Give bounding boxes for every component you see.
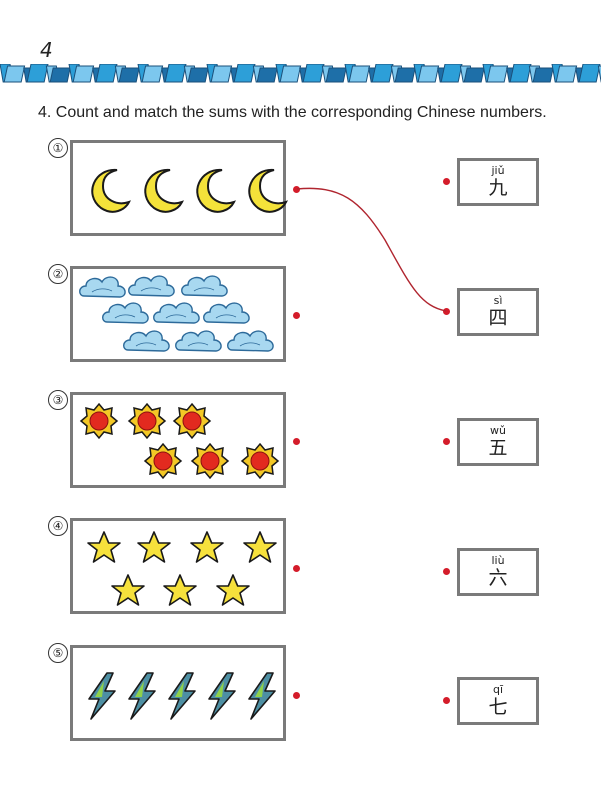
match-dot-left-5[interactable] xyxy=(293,692,300,699)
row-number-4: ④ xyxy=(48,516,68,536)
instruction-text: 4. Count and match the sums with the cor… xyxy=(38,104,547,121)
match-dot-right-5[interactable] xyxy=(443,697,450,704)
match-dot-left-4[interactable] xyxy=(293,565,300,572)
pinyin-label: liù xyxy=(491,554,505,567)
number-box-qi: qī 七 xyxy=(457,677,539,725)
lightning-icon xyxy=(248,672,276,720)
hanzi-label: 七 xyxy=(488,696,508,718)
sun-icon xyxy=(173,403,211,439)
star-icon xyxy=(137,531,171,563)
star-icon xyxy=(243,531,277,563)
row-number-1: ① xyxy=(48,138,68,158)
decorative-border xyxy=(0,64,601,83)
page-number: 4 xyxy=(40,38,53,62)
cloud-icon xyxy=(153,302,200,324)
lightning-icon xyxy=(168,672,196,720)
star-icon xyxy=(111,574,145,606)
pinyin-label: qī xyxy=(492,683,504,696)
pinyin-label: jiǔ xyxy=(491,164,505,177)
match-dot-left-3[interactable] xyxy=(293,438,300,445)
row-number-3: ③ xyxy=(48,390,68,410)
hanzi-label: 九 xyxy=(488,177,508,199)
picture-box-stars xyxy=(70,518,286,614)
match-dot-right-3[interactable] xyxy=(443,438,450,445)
sun-icon xyxy=(241,443,279,479)
pinyin-label: sì xyxy=(493,294,503,307)
row-number-5: ⑤ xyxy=(48,643,68,663)
lightning-icon xyxy=(128,672,156,720)
cloud-icon xyxy=(181,275,228,297)
moon-icon xyxy=(91,168,130,213)
number-box-si: sì 四 xyxy=(457,288,539,336)
match-dot-right-2[interactable] xyxy=(443,308,450,315)
match-dot-right-1[interactable] xyxy=(443,178,450,185)
match-dot-right-4[interactable] xyxy=(443,568,450,575)
hanzi-label: 五 xyxy=(488,437,508,459)
hanzi-label: 六 xyxy=(488,567,508,589)
match-dot-left-1[interactable] xyxy=(293,186,300,193)
row-number-2: ② xyxy=(48,264,68,284)
sun-icon xyxy=(144,443,182,479)
number-box-liu: liù 六 xyxy=(457,548,539,596)
lightning-icon xyxy=(88,672,116,720)
cloud-icon xyxy=(79,276,126,298)
cloud-icon xyxy=(102,302,149,324)
lightning-icon xyxy=(208,672,236,720)
hanzi-label: 四 xyxy=(488,307,508,329)
cloud-icon xyxy=(123,330,170,352)
cloud-icon xyxy=(128,275,175,297)
cloud-icon xyxy=(227,330,274,352)
star-icon xyxy=(216,574,250,606)
sun-icon xyxy=(191,443,229,479)
sun-icon xyxy=(128,403,166,439)
pinyin-label: wǔ xyxy=(490,424,506,437)
star-icon xyxy=(190,531,224,563)
number-box-jiu: jiǔ 九 xyxy=(457,158,539,206)
match-dot-left-2[interactable] xyxy=(293,312,300,319)
star-icon xyxy=(163,574,197,606)
cloud-icon xyxy=(203,302,250,324)
moon-icon xyxy=(248,168,287,213)
sun-icon xyxy=(80,403,118,439)
moon-icon xyxy=(196,168,235,213)
moon-icon xyxy=(144,168,183,213)
star-icon xyxy=(87,531,121,563)
number-box-wu: wǔ 五 xyxy=(457,418,539,466)
cloud-icon xyxy=(175,330,222,352)
